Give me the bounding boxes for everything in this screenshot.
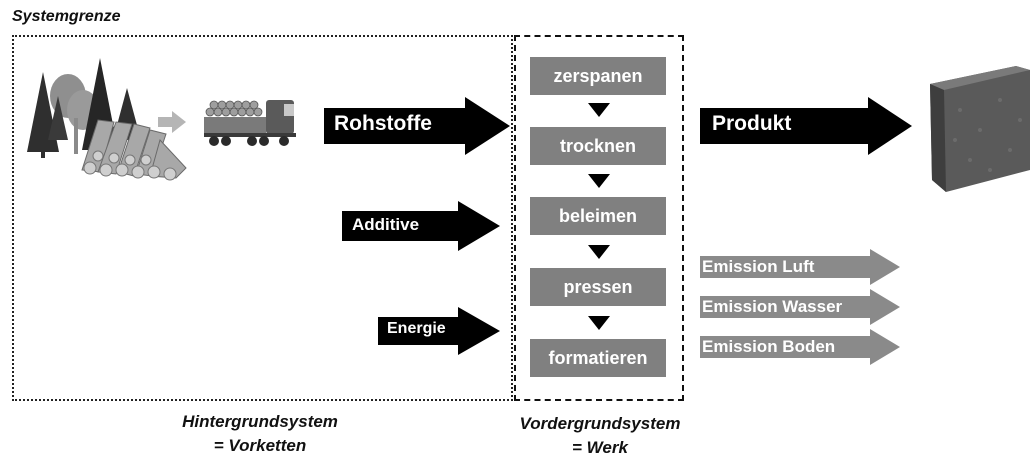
background-system-caption-line1: Hintergrundsystem xyxy=(182,412,338,431)
rohstoffe-label: Rohstoffe xyxy=(334,112,432,135)
foreground-system-caption-line2: = Werk xyxy=(572,438,628,457)
foreground-system-boundary xyxy=(514,35,684,401)
step-arrow xyxy=(588,245,610,259)
background-system-caption: Hintergrundsystem = Vorketten xyxy=(145,410,375,458)
emission-luft-arrow xyxy=(700,249,900,285)
produkt-label: Produkt xyxy=(712,112,792,135)
emission-wasser-label: Emission Wasser xyxy=(702,297,843,316)
energie-label: Energie xyxy=(387,320,446,337)
forest-and-logs-image xyxy=(27,58,187,181)
emission-luft-label: Emission Luft xyxy=(702,257,815,276)
emission-boden-label: Emission Boden xyxy=(702,337,836,356)
background-system-boundary xyxy=(12,35,513,401)
transport-arrow xyxy=(158,111,186,133)
timber-truck-image xyxy=(204,100,296,146)
process-step-beleimen: beleimen xyxy=(530,197,666,235)
system-boundary-title: Systemgrenze xyxy=(12,8,121,25)
step-arrow xyxy=(588,316,610,330)
step-arrow xyxy=(588,103,610,117)
background-system-caption-line2: = Vorketten xyxy=(213,436,307,455)
produkt-arrow xyxy=(700,97,912,155)
particleboard-block-image xyxy=(930,66,1030,192)
rohstoffe-arrow xyxy=(324,97,510,155)
process-step-zerspanen: zerspanen xyxy=(530,57,666,95)
step-arrow xyxy=(588,174,610,188)
additive-label: Additive xyxy=(352,215,420,234)
emission-boden-arrow xyxy=(700,329,900,365)
foreground-system-caption-line1: Vordergrundsystem xyxy=(519,414,681,433)
energie-arrow xyxy=(378,307,500,355)
process-step-pressen: pressen xyxy=(530,268,666,306)
emission-wasser-arrow xyxy=(700,289,900,325)
process-step-formatieren: formatieren xyxy=(530,339,666,377)
additive-arrow xyxy=(342,201,500,251)
process-step-trocknen: trocknen xyxy=(530,127,666,165)
foreground-system-caption: Vordergrundsystem = Werk xyxy=(490,412,710,460)
